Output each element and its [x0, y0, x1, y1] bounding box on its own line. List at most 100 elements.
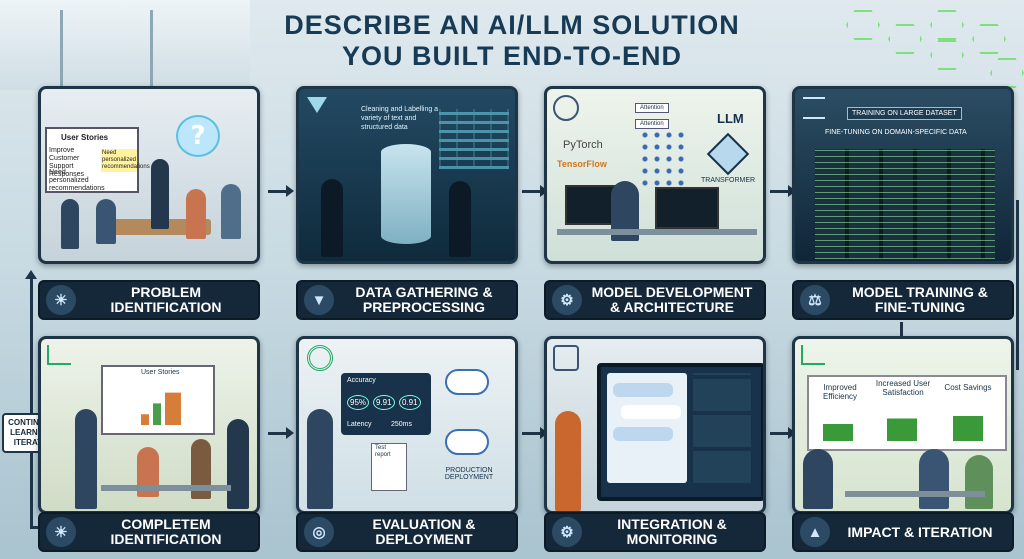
latency-value: 250ms: [391, 421, 413, 428]
lightbulb-icon: ☀: [46, 285, 76, 315]
person-figure: [151, 159, 169, 229]
server-rack: [815, 149, 995, 259]
gear-icon: ⚙: [552, 517, 582, 547]
impact-metric: Increased User Satisfaction: [875, 379, 931, 397]
transformer-label: Transformer: [701, 177, 756, 184]
funnel-icon: [307, 97, 327, 113]
person-silhouette: [449, 181, 471, 257]
panel-impact-iteration: Improved Efficiency Increased User Satis…: [792, 336, 1014, 514]
report-label: Test report: [375, 445, 391, 458]
label-impact-iteration: ▲ Impact & Iteration: [792, 512, 1014, 552]
board-title: User Stories: [141, 369, 180, 376]
panel-integration-monitoring: [544, 336, 766, 514]
panel-model-development: PyTorch TensorFlow Attention Attention L…: [544, 86, 766, 264]
label-integration-monitoring: ⚙ Integration & Monitoring: [544, 512, 766, 552]
whiteboard-item: Need personalized recommendations: [49, 169, 105, 192]
question-mark: ?: [190, 121, 206, 151]
hexagon-decoration: [846, 10, 880, 40]
label-data-gathering: ▼ Data Gathering & Preprocessing: [296, 280, 518, 320]
scales-icon: ⚖: [800, 285, 830, 315]
chat-bubble: [621, 405, 681, 419]
flow-arrow: [268, 427, 294, 439]
window-frame: [60, 10, 63, 88]
metric-value: 95%: [347, 395, 370, 410]
attention-box: Attention: [635, 103, 669, 113]
label-completem-identification: ☀ Completem Identification: [38, 512, 260, 552]
pytorch-label: PyTorch: [563, 139, 603, 151]
panel-model-training: Training on Large Dataset Fine-Tuning on…: [792, 86, 1014, 264]
database-stack: [381, 144, 431, 244]
panel-problem-identification: User Stories Improve Customer Support Re…: [38, 86, 260, 264]
llm-label: LLM: [717, 111, 744, 126]
transformer-icon: [706, 132, 750, 176]
whiteboard-title: User Stories: [61, 133, 109, 142]
neural-network: [639, 129, 689, 189]
finetune-banner: Fine-Tuning on Domain-Specific Data: [825, 129, 967, 136]
label-model-training: ⚖ Model Training & Fine-Tuning: [792, 280, 1014, 320]
label-text: Data Gathering & Preprocessing: [355, 284, 493, 315]
impact-metric: Improved Efficiency: [822, 383, 858, 401]
flow-arrow: [522, 427, 548, 439]
panel-evaluation-deployment: Accuracy 95% 9.91 0.91 Latency 250ms Tes…: [296, 336, 518, 514]
dashboard-panel: [693, 373, 751, 483]
chart-icon: ▲: [800, 517, 830, 547]
flow-arrow-right-side: [1016, 200, 1019, 370]
label-evaluation-deployment: ◎ Evaluation & Deployment: [296, 512, 518, 552]
loop-arrow-line: [30, 278, 33, 528]
latency-label: Latency: [347, 421, 372, 428]
title-line-2: You Built End-to-End: [342, 41, 682, 71]
cloud-icon: [445, 369, 489, 395]
person-figure: [965, 455, 993, 509]
window-backdrop: [0, 0, 250, 90]
scales-icon: [803, 97, 825, 119]
brain-icon: ⚙: [552, 285, 582, 315]
data-grid-screen: [439, 109, 509, 169]
metric-value: 0.91: [399, 395, 421, 410]
person-figure: [96, 199, 116, 244]
person-figure: [919, 449, 949, 509]
attention-box: Attention: [635, 119, 669, 129]
label-text: Integration & Monitoring: [617, 516, 727, 547]
desk: [557, 229, 757, 235]
tensorflow-label: TensorFlow: [557, 159, 607, 169]
flow-arrow: [770, 427, 796, 439]
whiteboard: [45, 127, 139, 193]
person-silhouette: [321, 179, 343, 257]
hexagon-decoration: [888, 24, 922, 54]
hexagon-decoration: [930, 40, 964, 70]
question-bubble: ?: [176, 115, 220, 157]
title-line-1: Describe an AI/LLM Solution: [284, 10, 740, 40]
person-figure: [191, 439, 211, 499]
panel-completem-identification: User Stories: [38, 336, 260, 514]
lightbulb-icon: ☀: [46, 517, 76, 547]
training-banner: Training on Large Dataset: [847, 107, 962, 120]
mini-bar-chart: [823, 413, 853, 441]
label-text: Impact & Iteration: [847, 523, 993, 540]
person-figure: [137, 447, 159, 497]
impact-metric: Cost Savings: [944, 383, 992, 392]
person-figure: [307, 409, 333, 509]
label-text: Model Development & Architecture: [591, 284, 753, 315]
person-figure: [221, 184, 241, 239]
chat-bubble: [613, 383, 673, 397]
sticky-note: Need personalized recommendations: [101, 149, 150, 172]
mini-bar-chart: [887, 411, 917, 441]
label-text: Evaluation & Deployment: [372, 516, 476, 547]
flow-arrow: [268, 185, 294, 197]
chart-icon: [801, 345, 825, 365]
target-icon: ◎: [304, 517, 334, 547]
data-note: Cleaning and Labelling a variety of text…: [361, 106, 439, 131]
brain-icon: [553, 95, 579, 121]
hexagon-decoration: [972, 24, 1006, 54]
desk: [845, 491, 985, 497]
person-figure: [186, 189, 206, 239]
deployment-label: Production Deployment: [444, 467, 494, 481]
accuracy-label: Accuracy: [347, 377, 376, 384]
monitor: [655, 187, 719, 229]
person-figure: [803, 449, 833, 509]
label-text: Completem Identification: [110, 516, 222, 547]
chat-bubble: [613, 427, 673, 441]
desk: [101, 485, 231, 491]
cloud-gear-icon: [445, 429, 489, 455]
chart-icon: [47, 345, 71, 365]
